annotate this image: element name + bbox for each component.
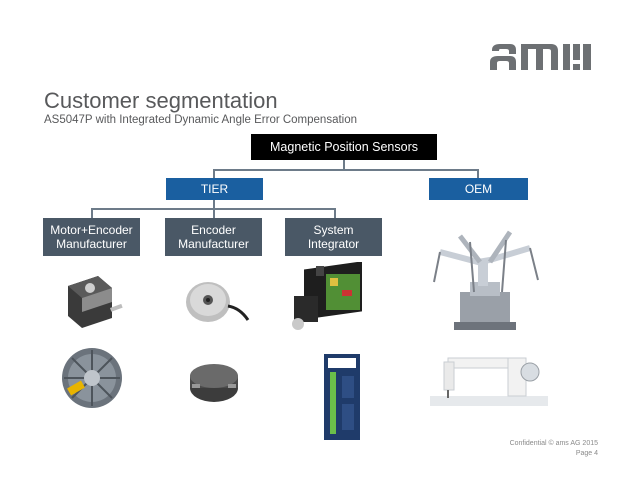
connector: [213, 200, 215, 209]
connector: [334, 208, 336, 218]
confidential-notice: Confidential © ams AG 2015: [509, 440, 598, 447]
tier-node-label: TIER: [200, 181, 229, 196]
category-line2: Integrator: [307, 237, 360, 251]
category-box-motor-encoder: Motor+Encoder Manufacturer: [43, 218, 140, 256]
category-line1: Encoder: [191, 223, 236, 237]
category-line2: Manufacturer: [56, 237, 127, 251]
brushless-motor-image: [62, 348, 122, 408]
magnetic-encoder-module-image: [190, 364, 238, 402]
category-box-system-integrator: System Integrator: [285, 218, 382, 256]
oem-node-label: OEM: [464, 181, 493, 196]
tier-node-box: TIER: [166, 178, 263, 200]
category-line1: System: [313, 223, 354, 237]
connector: [213, 169, 479, 171]
category-line1: Motor+Encoder: [50, 223, 133, 237]
surgical-robot-image: [433, 230, 539, 330]
oem-node-box: OEM: [429, 178, 528, 200]
connector: [477, 169, 479, 178]
connector: [213, 208, 215, 218]
connector: [91, 208, 93, 218]
slide-title: Customer segmentation: [44, 88, 278, 113]
servo-motor-drive-image: [292, 262, 362, 330]
page-number: Page 4: [575, 450, 598, 457]
slide-subtitle: AS5047P with Integrated Dynamic Angle Er…: [44, 114, 358, 126]
connector: [213, 169, 215, 178]
category-line2: Manufacturer: [178, 237, 249, 251]
rotary-encoder-image: [186, 282, 250, 322]
sewing-machine-image: [430, 357, 548, 406]
ams-logo: [488, 40, 596, 74]
root-node-box: Magnetic Position Sensors: [251, 134, 437, 160]
category-box-encoder: Encoder Manufacturer: [165, 218, 262, 256]
connector: [343, 160, 345, 170]
motor-drive-module-image: [324, 354, 360, 440]
root-node-label: Magnetic Position Sensors: [270, 139, 418, 154]
stepper-motor-image: [68, 276, 123, 328]
